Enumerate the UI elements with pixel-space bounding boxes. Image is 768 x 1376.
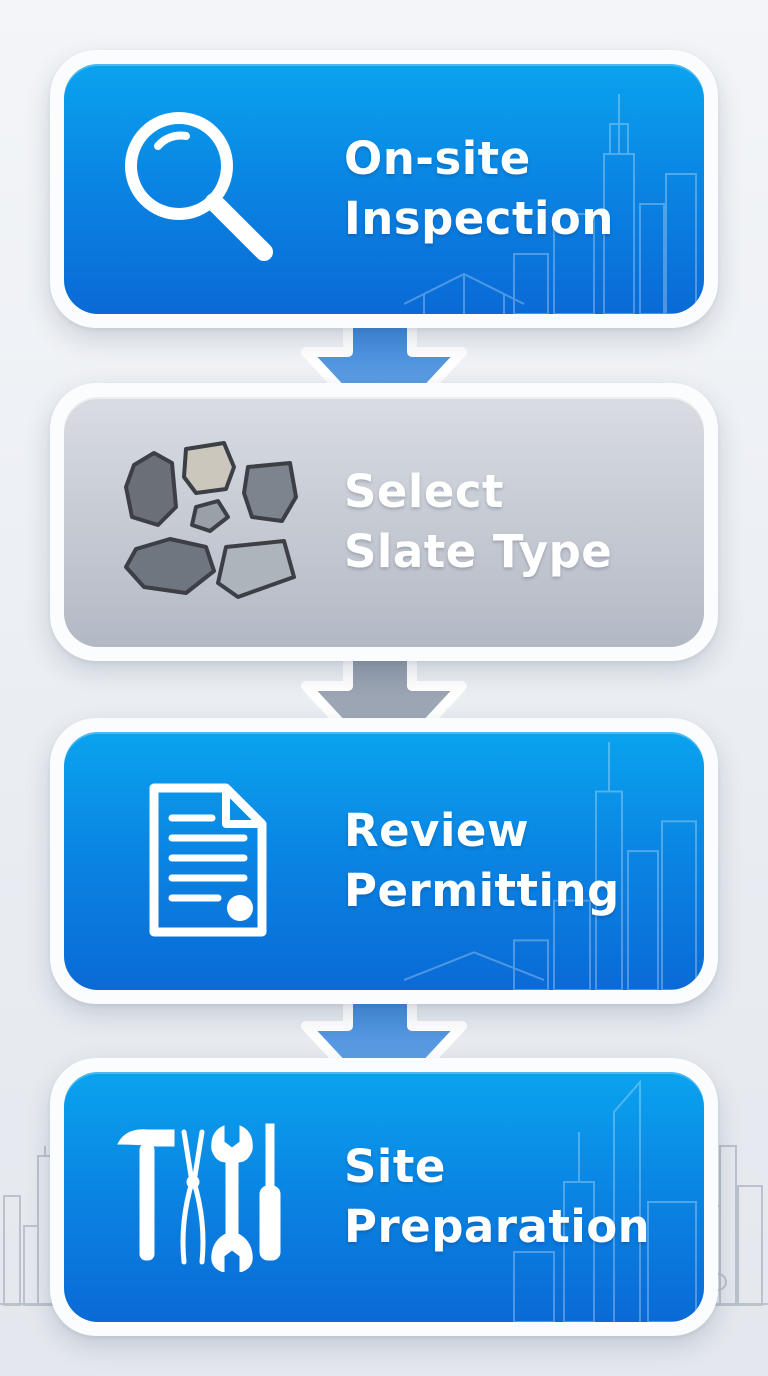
step-title: On-site Inspection <box>344 129 614 249</box>
tools-icon <box>117 1123 281 1272</box>
step-title-line-2: Inspection <box>344 192 614 245</box>
step-title: Review Permitting <box>344 801 620 921</box>
skyline-decoration <box>513 1079 697 1322</box>
step-title-line-1: On-site <box>344 132 531 185</box>
document-icon <box>149 783 267 937</box>
step-card-site-preparation: Site Preparation <box>50 1058 718 1336</box>
step-card-slate-type: Select Slate Type <box>50 383 718 661</box>
step-title-line-1: Site <box>344 1140 446 1193</box>
magnifying-glass-icon <box>125 112 273 261</box>
slate-stones-icon <box>124 441 298 599</box>
step-card-permitting: Review Permitting <box>50 718 718 1004</box>
step-title-line-2: Preparation <box>344 1200 651 1253</box>
step-title-line-1: Review <box>344 804 530 857</box>
step-title: Site Preparation <box>344 1137 650 1257</box>
step-title-line-1: Select <box>344 465 505 518</box>
step-title: Select Slate Type <box>344 462 612 582</box>
step-title-line-2: Permitting <box>344 864 620 917</box>
step-card-inspection: On-site Inspection <box>50 50 718 328</box>
skyline-decoration <box>404 94 697 314</box>
skyline-decoration <box>404 741 697 990</box>
step-title-line-2: Slate Type <box>344 525 613 578</box>
